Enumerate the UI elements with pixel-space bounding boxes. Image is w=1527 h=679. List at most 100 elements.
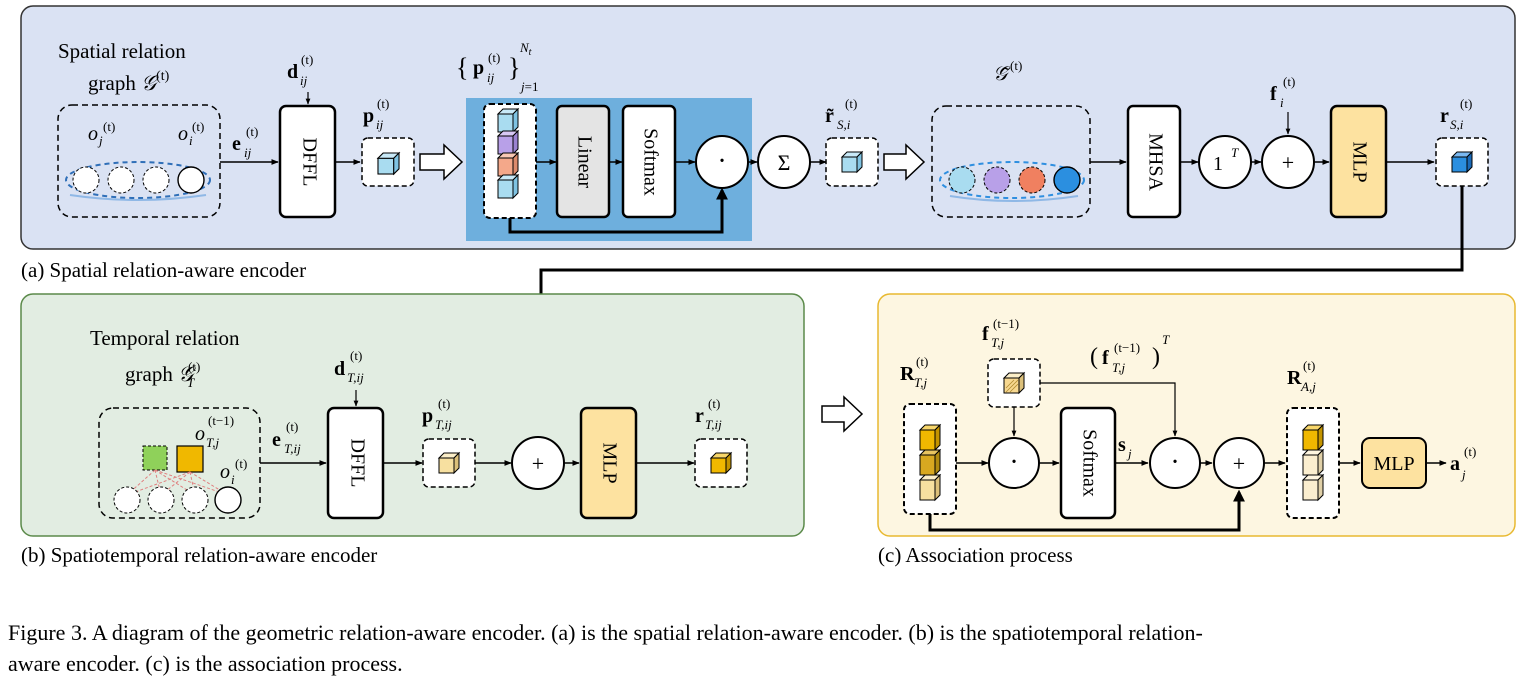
svg-text:e: e — [232, 133, 241, 155]
svg-text:o: o — [178, 123, 188, 145]
svg-text:T: T — [1231, 145, 1239, 160]
svg-text:·: · — [717, 146, 726, 177]
svg-text:(: ( — [1090, 344, 1098, 370]
svg-text:(t): (t) — [1464, 444, 1476, 459]
svg-text:𝒢̃: 𝒢̃ — [993, 63, 1011, 85]
temporal-graph-label: Temporal relation — [90, 326, 240, 350]
svg-text:(t): (t) — [350, 348, 362, 363]
svg-text:(t): (t) — [192, 119, 204, 134]
svg-text:e: e — [272, 429, 281, 451]
svg-text:ij: ij — [300, 73, 308, 88]
svg-text:(t): (t) — [103, 119, 115, 134]
spatial-graph-box — [57, 104, 221, 218]
svg-text:T,j: T,j — [1112, 360, 1126, 375]
svg-text:(t): (t) — [1460, 96, 1472, 111]
hollow-arrow-bc — [821, 395, 864, 433]
svg-text:S,i: S,i — [1450, 117, 1464, 132]
svg-text:(t−1): (t−1) — [208, 413, 234, 428]
svg-text:f: f — [982, 323, 989, 345]
svg-text:(t−1): (t−1) — [993, 316, 1019, 331]
svg-text:d: d — [287, 61, 298, 83]
svg-text:Linear: Linear — [573, 136, 595, 189]
svg-text:T: T — [187, 375, 195, 390]
svg-text:T,ij: T,ij — [347, 370, 364, 385]
svg-text:MLP: MLP — [1348, 141, 1370, 182]
svg-text:p: p — [363, 105, 374, 127]
svg-text:i: i — [231, 472, 235, 487]
svg-text:(t): (t) — [1303, 358, 1315, 373]
svg-text:j: j — [1126, 446, 1132, 461]
svg-text:DFFL: DFFL — [346, 439, 368, 488]
svg-text:f: f — [1270, 83, 1277, 105]
svg-text:s: s — [1118, 434, 1126, 456]
svg-text:(t): (t) — [246, 124, 258, 139]
svg-text:·: · — [1170, 447, 1179, 478]
svg-text:(t): (t) — [438, 396, 450, 411]
svg-text:R: R — [1287, 367, 1302, 389]
svg-text:+: + — [1282, 150, 1294, 175]
svg-text:r̃: r̃ — [825, 105, 834, 127]
svg-text:A,j: A,j — [1300, 379, 1316, 394]
svg-text:d: d — [334, 358, 345, 380]
svg-text:T,j: T,j — [991, 335, 1005, 350]
svg-text:(t−1): (t−1) — [1114, 340, 1140, 355]
svg-text:T,ij: T,ij — [705, 417, 722, 432]
svg-text:(t): (t) — [1010, 58, 1022, 73]
svg-text:a: a — [1450, 453, 1460, 475]
svg-text:j: j — [1460, 467, 1466, 482]
svg-text:+: + — [532, 451, 544, 476]
spatial-graph-label-2: graph 𝒢(t) — [88, 69, 170, 95]
svg-text:MLP: MLP — [598, 442, 620, 483]
svg-text:T,j: T,j — [914, 375, 928, 390]
svg-text:MHSA: MHSA — [1144, 133, 1166, 191]
svg-text:(t): (t) — [188, 359, 200, 374]
svg-text:j=1: j=1 — [519, 79, 538, 94]
svg-text:(t): (t) — [845, 96, 857, 111]
figure-caption: Figure 3. A diagram of the geometric rel… — [8, 617, 1203, 679]
svg-text:T: T — [1162, 332, 1170, 347]
hollow-arrow-a2 — [883, 143, 926, 181]
svg-text:r: r — [1440, 105, 1449, 127]
svg-text:(t): (t) — [377, 96, 389, 111]
svg-text:+: + — [1233, 451, 1245, 476]
svg-text:ij: ij — [376, 117, 384, 132]
svg-text:(t): (t) — [916, 354, 928, 369]
svg-text:T,ij: T,ij — [435, 417, 452, 432]
panel-c — [877, 293, 1516, 537]
caption-b: (b) Spatiotemporal relation-aware encode… — [21, 543, 378, 567]
svg-text:p: p — [473, 57, 484, 79]
ones-op — [1198, 135, 1252, 189]
temporal-graph-label-2: graph 𝒢 — [125, 362, 196, 386]
svg-text:j: j — [97, 133, 103, 148]
svg-text:i: i — [189, 133, 193, 148]
svg-text:): ) — [1152, 344, 1160, 370]
svg-text:MLP: MLP — [1373, 453, 1414, 475]
svg-text:ij: ij — [487, 70, 495, 85]
svg-text:o: o — [220, 461, 230, 483]
caption-a: (a) Spatial relation-aware encoder — [21, 258, 307, 282]
svg-text:o: o — [195, 423, 205, 445]
svg-text:}: } — [508, 53, 520, 82]
svg-text:Softmax: Softmax — [1078, 429, 1100, 497]
svg-text:R: R — [900, 363, 915, 385]
svg-text:Σ: Σ — [778, 150, 791, 175]
svg-text:(t): (t) — [301, 52, 313, 67]
figure-caption-line-2: aware encoder. (c) is the association pr… — [8, 651, 403, 676]
caption-c: (c) Association process — [878, 543, 1073, 567]
svg-text:(t): (t) — [286, 419, 298, 434]
figure-caption-line-1: Figure 3. A diagram of the geometric rel… — [8, 620, 1203, 645]
svg-text:f: f — [1102, 347, 1109, 369]
svg-text:o: o — [88, 123, 98, 145]
hollow-arrow-a1 — [419, 143, 464, 181]
svg-text:i: i — [1280, 95, 1284, 110]
svg-text:·: · — [1009, 447, 1018, 478]
svg-text:Softmax: Softmax — [639, 128, 661, 196]
svg-text:1: 1 — [1213, 153, 1223, 175]
svg-text:r: r — [695, 405, 704, 427]
svg-text:(t): (t) — [235, 456, 247, 471]
svg-text:(t): (t) — [708, 396, 720, 411]
svg-text:p: p — [422, 405, 433, 427]
svg-text:{: { — [456, 53, 468, 82]
svg-text:DFFL: DFFL — [298, 138, 320, 187]
